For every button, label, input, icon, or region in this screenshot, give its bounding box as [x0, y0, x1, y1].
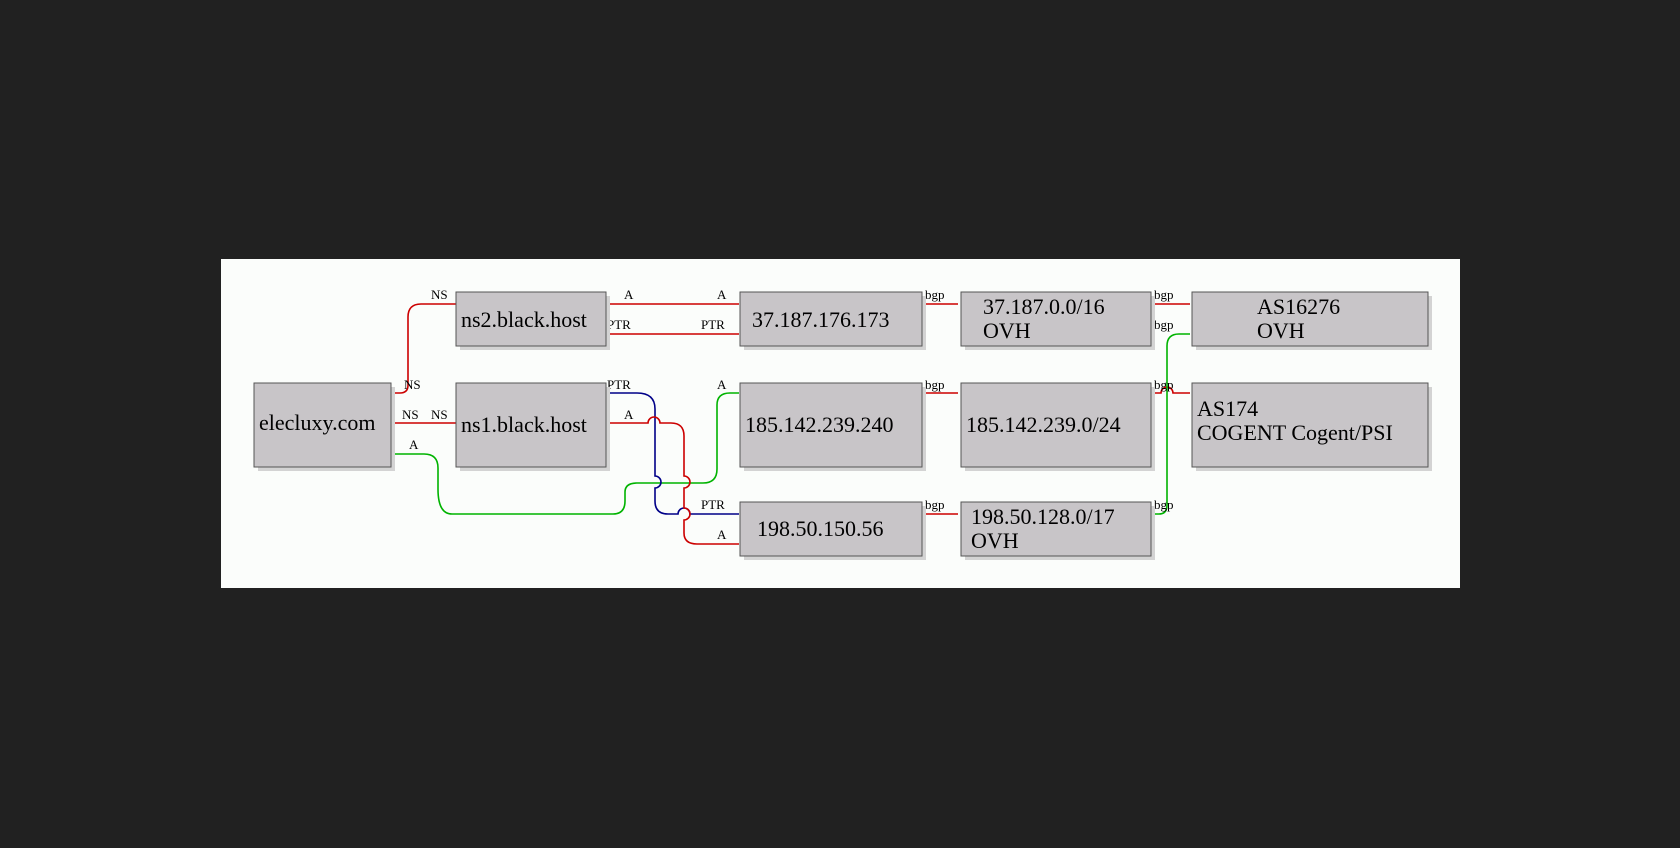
node-as1-line-1: OVH — [1257, 318, 1305, 343]
node-ip3[interactable]: 198.50.150.56 — [739, 501, 926, 560]
node-domain[interactable]: elecluxy.com — [253, 382, 395, 471]
node-as1[interactable]: AS16276 OVH — [1191, 291, 1432, 350]
node-ns2[interactable]: ns2.black.host — [455, 291, 610, 350]
label-ptr-ip3: PTR — [701, 497, 725, 512]
edge-domain-ip2 — [393, 392, 739, 515]
node-domain-line-0: elecluxy.com — [259, 410, 375, 435]
label-a-ip2: A — [717, 377, 727, 392]
label-ns-domain-lower: NS — [402, 407, 419, 422]
node-as1-line-0: AS16276 — [1257, 294, 1340, 319]
label-ns-domain-upper: NS — [404, 377, 421, 392]
node-ip2[interactable]: 185.142.239.240 — [739, 382, 926, 471]
label-ns-top: NS — [431, 287, 448, 302]
label-a-ip1: A — [717, 287, 727, 302]
label-a-ip3: A — [717, 527, 727, 542]
label-a-domain: A — [409, 437, 419, 452]
edge-domain-ns2 — [393, 303, 456, 394]
node-net1-line-1: OVH — [983, 318, 1031, 343]
node-ip2-line-0: 185.142.239.240 — [745, 412, 894, 437]
label-ns-ns1: NS — [431, 407, 448, 422]
node-net3[interactable]: 198.50.128.0/17 OVH — [960, 501, 1155, 560]
edge-ns1-ip3-a — [608, 416, 739, 545]
label-bgp-net2: bgp — [1154, 377, 1174, 392]
node-as2-line-1: COGENT Cogent/PSI — [1197, 420, 1393, 445]
node-ns2-line-0: ns2.black.host — [461, 307, 587, 332]
label-ptr-ns2: PTR — [607, 317, 631, 332]
label-bgp-net3: bgp — [1154, 497, 1174, 512]
edge-ip3-ns1-ptr — [608, 392, 739, 515]
node-net1-line-0: 37.187.0.0/16 — [983, 294, 1105, 319]
node-ip3-line-0: 198.50.150.56 — [757, 516, 884, 541]
label-bgp-net1: bgp — [1154, 287, 1174, 302]
network-graph: NS NS NS NS A A A PTR PTR PTR A A PTR A … — [253, 287, 1432, 560]
node-ns1-line-0: ns1.black.host — [461, 412, 587, 437]
node-net2[interactable]: 185.142.239.0/24 — [960, 382, 1155, 471]
node-net1[interactable]: 37.187.0.0/16 OVH — [960, 291, 1155, 350]
node-ns1[interactable]: ns1.black.host — [455, 382, 610, 471]
node-net3-line-0: 198.50.128.0/17 — [971, 504, 1115, 529]
label-a-ns2: A — [624, 287, 634, 302]
node-as2[interactable]: AS174 COGENT Cogent/PSI — [1191, 382, 1432, 471]
edge-net3-as1 — [1152, 333, 1190, 515]
node-net3-line-1: OVH — [971, 528, 1019, 553]
label-ptr-ns1: PTR — [607, 377, 631, 392]
node-ip1[interactable]: 37.187.176.173 — [739, 291, 926, 350]
label-bgp-ip2: bgp — [925, 377, 945, 392]
label-ptr-ip1: PTR — [701, 317, 725, 332]
node-ip1-line-0: 37.187.176.173 — [752, 307, 890, 332]
label-a-ns1: A — [624, 407, 634, 422]
label-bgp-ip3: bgp — [925, 497, 945, 512]
node-net2-line-0: 185.142.239.0/24 — [966, 412, 1121, 437]
node-as2-line-0: AS174 — [1197, 396, 1258, 421]
label-bgp-as1: bgp — [1154, 317, 1174, 332]
diagram-canvas: NS NS NS NS A A A PTR PTR PTR A A PTR A … — [221, 259, 1460, 588]
label-bgp-ip1: bgp — [925, 287, 945, 302]
